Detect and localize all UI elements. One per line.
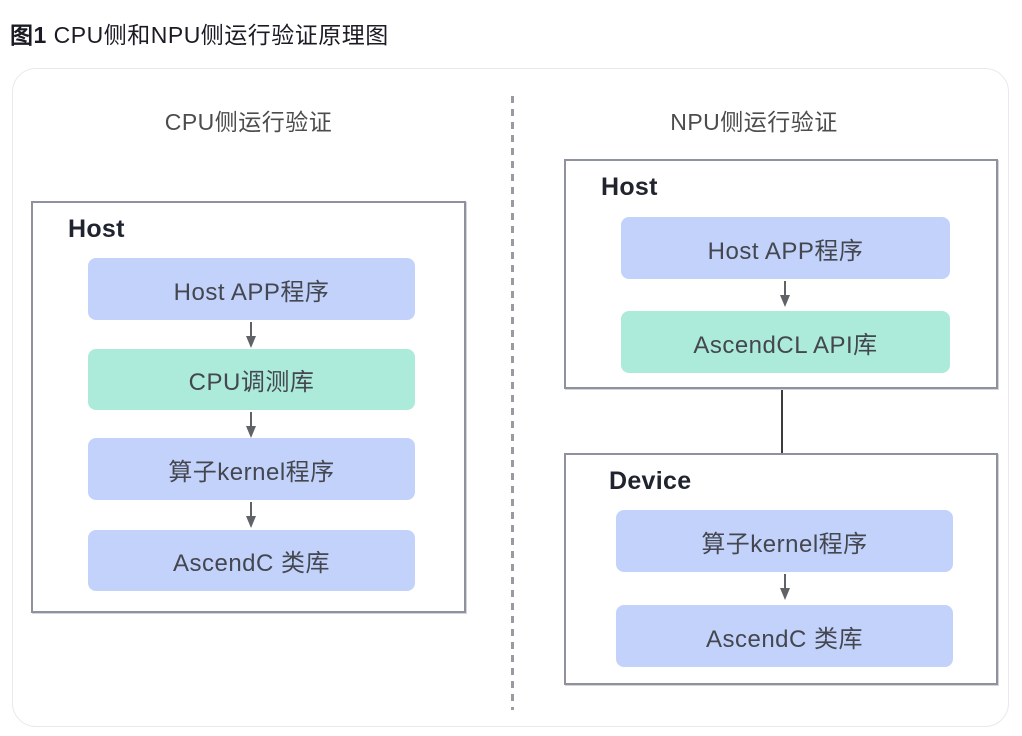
ascendcl-api-node: AscendCL API库 [621,311,950,373]
npu-host-label: Host [601,173,658,201]
cpu-host-group: Host Host APP程序 CPU调测库 算子kernel程序 Ascend… [31,201,466,613]
npu-device-group: Device 算子kernel程序 AscendC 类库 [564,453,998,685]
figure-title-text: CPU侧和NPU侧运行验证原理图 [46,22,389,48]
cpu-host-app-node: Host APP程序 [88,258,415,320]
cpu-host-label: Host [68,215,125,243]
down-arrow-icon [246,322,256,348]
cpu-debug-lib-node: CPU调测库 [88,349,415,410]
cpu-column-header: CPU侧运行验证 [164,109,333,135]
device-ascendc-lib-node: AscendC 类库 [616,605,953,667]
diagram-card: CPU侧运行验证 NPU侧运行验证 Host Host APP程序 CPU调测库… [12,68,1009,727]
npu-device-label: Device [609,467,692,495]
down-arrow-icon [780,574,790,600]
divider-dashed [511,96,514,710]
down-arrow-icon [246,412,256,438]
device-kernel-node: 算子kernel程序 [616,510,953,572]
cpu-ascendc-lib-node: AscendC 类库 [88,530,415,591]
npu-host-app-node: Host APP程序 [621,217,950,279]
figure-title: 图1 CPU侧和NPU侧运行验证原理图 [10,16,389,50]
host-device-connector [781,390,783,453]
npu-column-header: NPU侧运行验证 [670,109,838,135]
npu-host-group: Host Host APP程序 AscendCL API库 [564,159,998,389]
down-arrow-icon [246,502,256,528]
figure-number: 图1 [10,22,47,48]
cpu-kernel-node: 算子kernel程序 [88,438,415,500]
down-arrow-icon [780,281,790,307]
